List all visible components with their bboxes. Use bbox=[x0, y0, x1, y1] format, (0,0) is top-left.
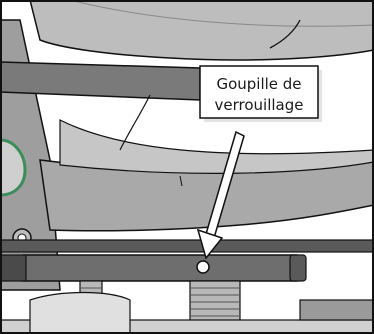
base-plate bbox=[0, 240, 374, 252]
callout-label-line2: verrouillage bbox=[215, 96, 304, 114]
callout-label-line1: Goupille de bbox=[216, 75, 301, 93]
center-threaded-post bbox=[190, 281, 240, 321]
right-bracket bbox=[300, 300, 374, 320]
cross-rail bbox=[20, 255, 300, 281]
rail-end-cap bbox=[290, 255, 306, 281]
locking-pin bbox=[197, 261, 209, 273]
caster-wheel-left bbox=[30, 293, 130, 334]
rail-left-block bbox=[0, 255, 26, 281]
